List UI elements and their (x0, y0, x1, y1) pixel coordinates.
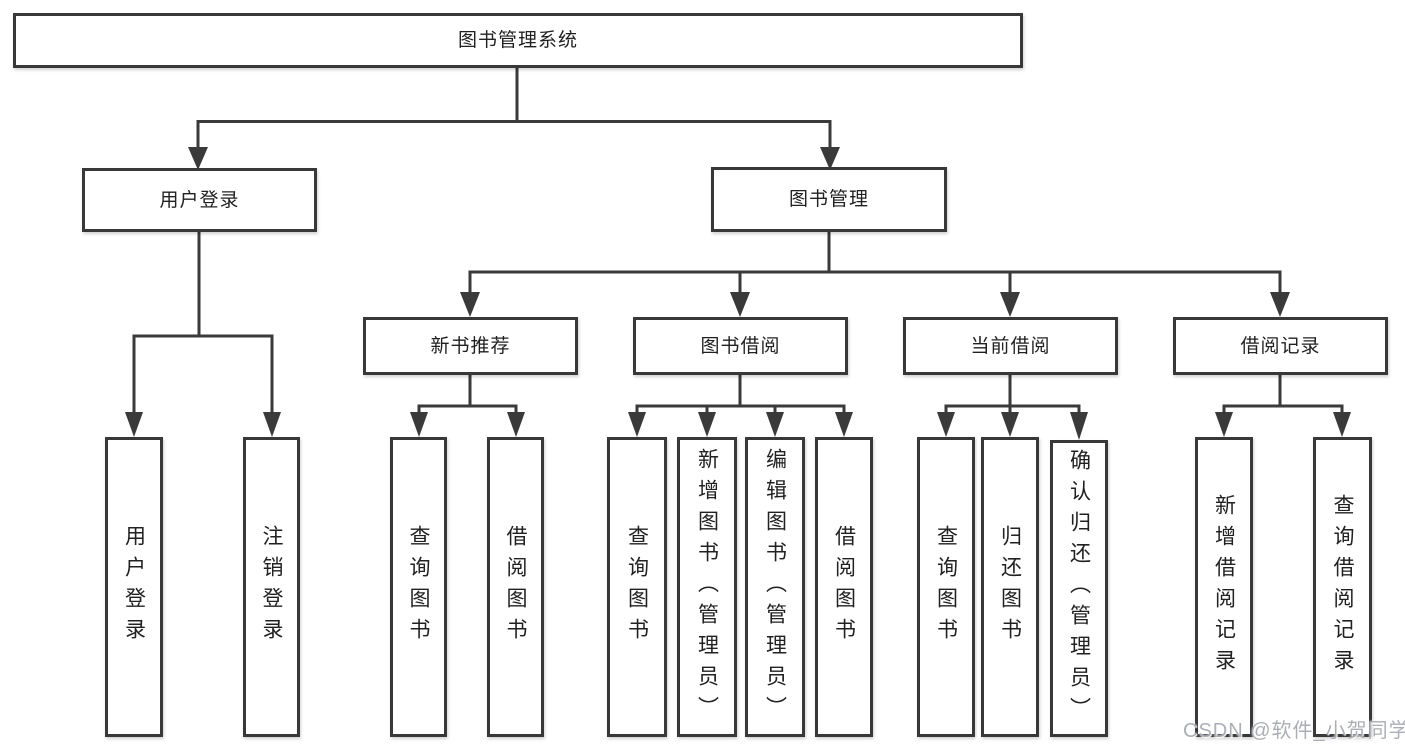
leaf-logout-label: 注销登录 (260, 525, 283, 649)
leaf-current-query-books: 查询图书 (917, 437, 975, 737)
leaf-logout: 注销登录 (243, 437, 300, 737)
node-user-login-branch: 用户登录 (82, 168, 317, 232)
leaf-user-login: 用户登录 (105, 437, 163, 737)
arrow-down-icon (766, 412, 784, 437)
connector-book-mgmt (460, 232, 1290, 317)
leaf-borrow-books-label: 借阅图书 (832, 525, 856, 649)
leaf-current-query-books-label: 查询图书 (934, 525, 958, 649)
leaf-return-books: 归还图书 (981, 437, 1039, 737)
leaf-borrow-query-books: 查询图书 (607, 437, 667, 737)
arrow-down-icon (1000, 292, 1020, 317)
arrow-down-icon (1070, 412, 1088, 440)
connector-new-book-recommend (410, 375, 525, 437)
arrow-down-icon (263, 412, 281, 437)
leaf-add-books-admin: 新增图书（管理员） (677, 437, 737, 737)
node-root-system-label: 图书管理系统 (457, 30, 578, 51)
arrow-down-icon (507, 412, 525, 437)
leaf-query-borrow-record-label: 查询借阅记录 (1331, 494, 1354, 680)
arrow-down-icon (188, 147, 208, 170)
arrow-down-icon (1001, 412, 1019, 437)
connector-borrow-records (1215, 375, 1351, 437)
node-current-borrow: 当前借阅 (903, 317, 1118, 375)
leaf-recommend-query-books-label: 查询图书 (407, 525, 430, 649)
arrow-down-icon (730, 292, 750, 317)
arrow-down-icon (125, 412, 143, 437)
csdn-watermark: CSDN @软件_小贺同学 (1183, 720, 1405, 742)
node-borrow-records: 借阅记录 (1173, 317, 1388, 375)
connector-root (188, 68, 840, 170)
leaf-confirm-return-admin: 确认归还（管理员） (1050, 440, 1108, 737)
leaf-borrow-query-books-label: 查询图书 (625, 525, 649, 649)
leaf-add-borrow-record: 新增借阅记录 (1195, 437, 1253, 737)
leaf-user-login-label: 用户登录 (122, 525, 146, 649)
leaf-return-books-label: 归还图书 (998, 525, 1022, 649)
node-root-system: 图书管理系统 (13, 13, 1023, 68)
node-borrow-records-label: 借阅记录 (1240, 335, 1321, 357)
leaf-edit-books-admin: 编辑图书（管理员） (745, 437, 805, 737)
arrow-down-icon (937, 412, 955, 437)
leaf-add-borrow-record-label: 新增借阅记录 (1212, 494, 1236, 680)
node-book-borrow: 图书借阅 (633, 317, 848, 375)
arrow-down-icon (628, 412, 646, 437)
node-current-borrow-label: 当前借阅 (970, 335, 1051, 357)
arrow-down-icon (835, 412, 853, 437)
leaf-borrow-books: 借阅图书 (815, 437, 873, 737)
node-book-borrow-label: 图书借阅 (700, 335, 781, 357)
connector-current-borrow (937, 375, 1088, 440)
leaf-add-books-admin-label: 新增图书（管理员） (695, 447, 719, 727)
leaf-recommend-query-books: 查询图书 (390, 437, 447, 737)
leaf-recommend-borrow-books: 借阅图书 (487, 437, 544, 737)
arrow-down-icon (820, 147, 840, 170)
node-book-mgmt-branch: 图书管理 (711, 167, 947, 232)
connector-user-login (125, 232, 281, 437)
arrow-down-icon (460, 292, 480, 317)
node-book-mgmt-branch-label: 图书管理 (788, 189, 869, 210)
arrow-down-icon (410, 412, 428, 437)
leaf-edit-books-admin-label: 编辑图书（管理员） (763, 447, 787, 727)
leaf-recommend-borrow-books-label: 借阅图书 (504, 525, 527, 649)
connector-book-borrow (628, 375, 853, 437)
arrow-down-icon (1333, 412, 1351, 437)
arrow-down-icon (698, 412, 716, 437)
leaf-query-borrow-record: 查询借阅记录 (1313, 437, 1372, 737)
arrow-down-icon (1215, 412, 1233, 437)
node-new-book-recommend-label: 新书推荐 (430, 335, 511, 357)
arrow-down-icon (1270, 292, 1290, 317)
node-new-book-recommend: 新书推荐 (363, 317, 578, 375)
node-user-login-branch-label: 用户登录 (159, 189, 240, 211)
leaf-confirm-return-admin-label: 确认归还（管理员） (1067, 449, 1091, 728)
